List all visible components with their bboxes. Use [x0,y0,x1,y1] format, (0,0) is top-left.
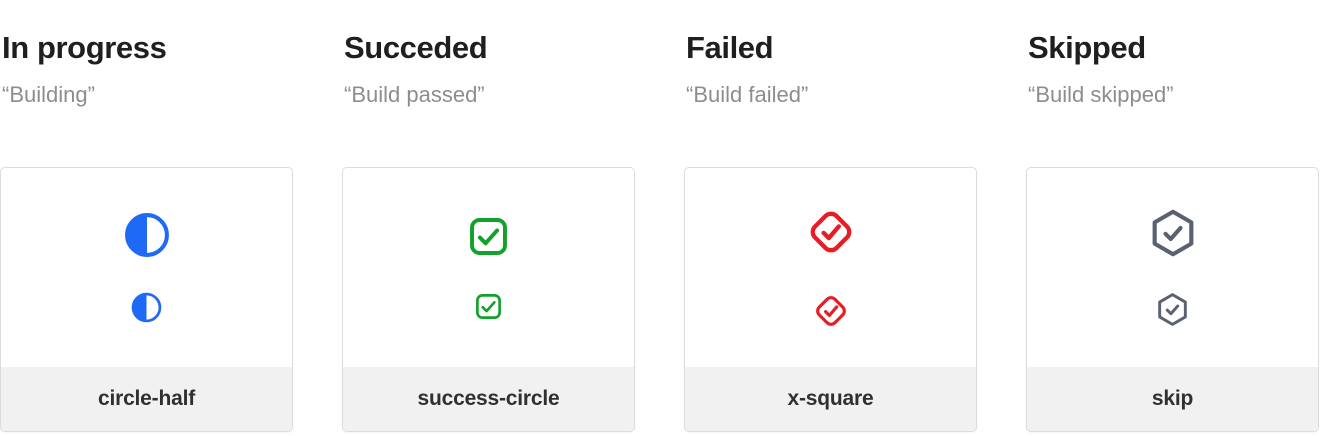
check-diamond-icon-large [805,206,857,258]
icon-name-label: circle-half [97,387,195,410]
status-heading: Skipped [1028,30,1146,65]
status-heading: Failed [686,30,774,65]
check-square-icon-large [467,215,510,258]
check-diamond-icon-small [812,292,850,330]
column-failed: Failed “Build failed” x-square [684,0,977,436]
icon-preview-area [1,168,292,367]
icon-preview-area [685,168,976,367]
check-hexagon-icon-large [1148,208,1198,258]
status-quote: “Building” [2,82,95,107]
icon-name-bar: success-circle [343,367,634,431]
check-hexagon-icon-small [1155,292,1190,327]
icon-name-label: x-square [787,387,874,410]
column-skipped: Skipped “Build skipped” skip [1026,0,1319,436]
circle-half-icon-large [124,212,170,258]
icon-card: x-square [684,167,977,432]
icon-card: skip [1026,167,1319,432]
status-heading: Succeded [344,30,488,65]
icon-preview-area [1027,168,1318,367]
icon-name-label: success-circle [417,387,560,410]
status-quote: “Build skipped” [1028,82,1174,107]
icon-preview-area [343,168,634,367]
icon-name-bar: x-square [685,367,976,431]
icon-card: success-circle [342,167,635,432]
check-square-icon-small [474,292,503,321]
icon-name-bar: skip [1027,367,1318,431]
column-in-progress: In progress “Building” circle-half [0,0,293,436]
icon-name-bar: circle-half [1,367,292,431]
icon-name-label: skip [1151,387,1194,410]
icon-card: circle-half [0,167,293,432]
status-quote: “Build failed” [686,82,809,107]
status-heading: In progress [2,30,167,65]
circle-half-icon-small [131,292,162,323]
column-succeded: Succeded “Build passed” success-circle [342,0,635,436]
status-quote: “Build passed” [344,82,485,107]
